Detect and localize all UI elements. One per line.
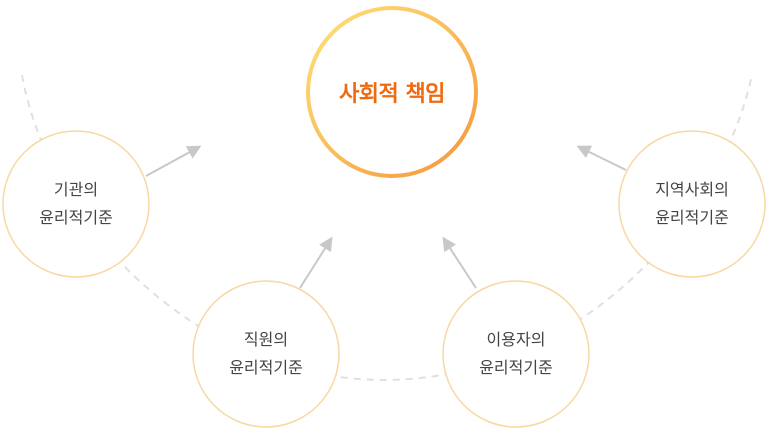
node-community-label: 지역사회의 윤리적기준 <box>619 131 765 277</box>
center-title: 사회적 책임 <box>339 82 445 107</box>
node-user-line1: 이용자의 <box>486 330 546 349</box>
node-employee <box>192 280 340 428</box>
node-user-line2: 윤리적기준 <box>479 358 553 377</box>
arrow-institution <box>145 145 202 177</box>
node-community <box>618 130 766 278</box>
node-user <box>442 280 590 428</box>
arrow-employee <box>299 236 333 289</box>
node-institution-line1: 기관의 <box>53 180 99 199</box>
center-node <box>306 6 478 178</box>
node-community-line2: 윤리적기준 <box>655 208 729 227</box>
arrow-community <box>576 145 627 171</box>
node-employee-line2: 윤리적기준 <box>229 358 303 377</box>
node-user-label: 이용자의 윤리적기준 <box>443 281 589 427</box>
node-employee-label: 직원의 윤리적기준 <box>193 281 339 427</box>
node-institution <box>2 130 150 278</box>
node-institution-line2: 윤리적기준 <box>39 208 113 227</box>
arrow-user <box>442 236 477 289</box>
node-institution-label: 기관의 윤리적기준 <box>3 131 149 277</box>
node-community-line1: 지역사회의 <box>655 180 729 199</box>
node-employee-line1: 직원의 <box>243 330 289 349</box>
